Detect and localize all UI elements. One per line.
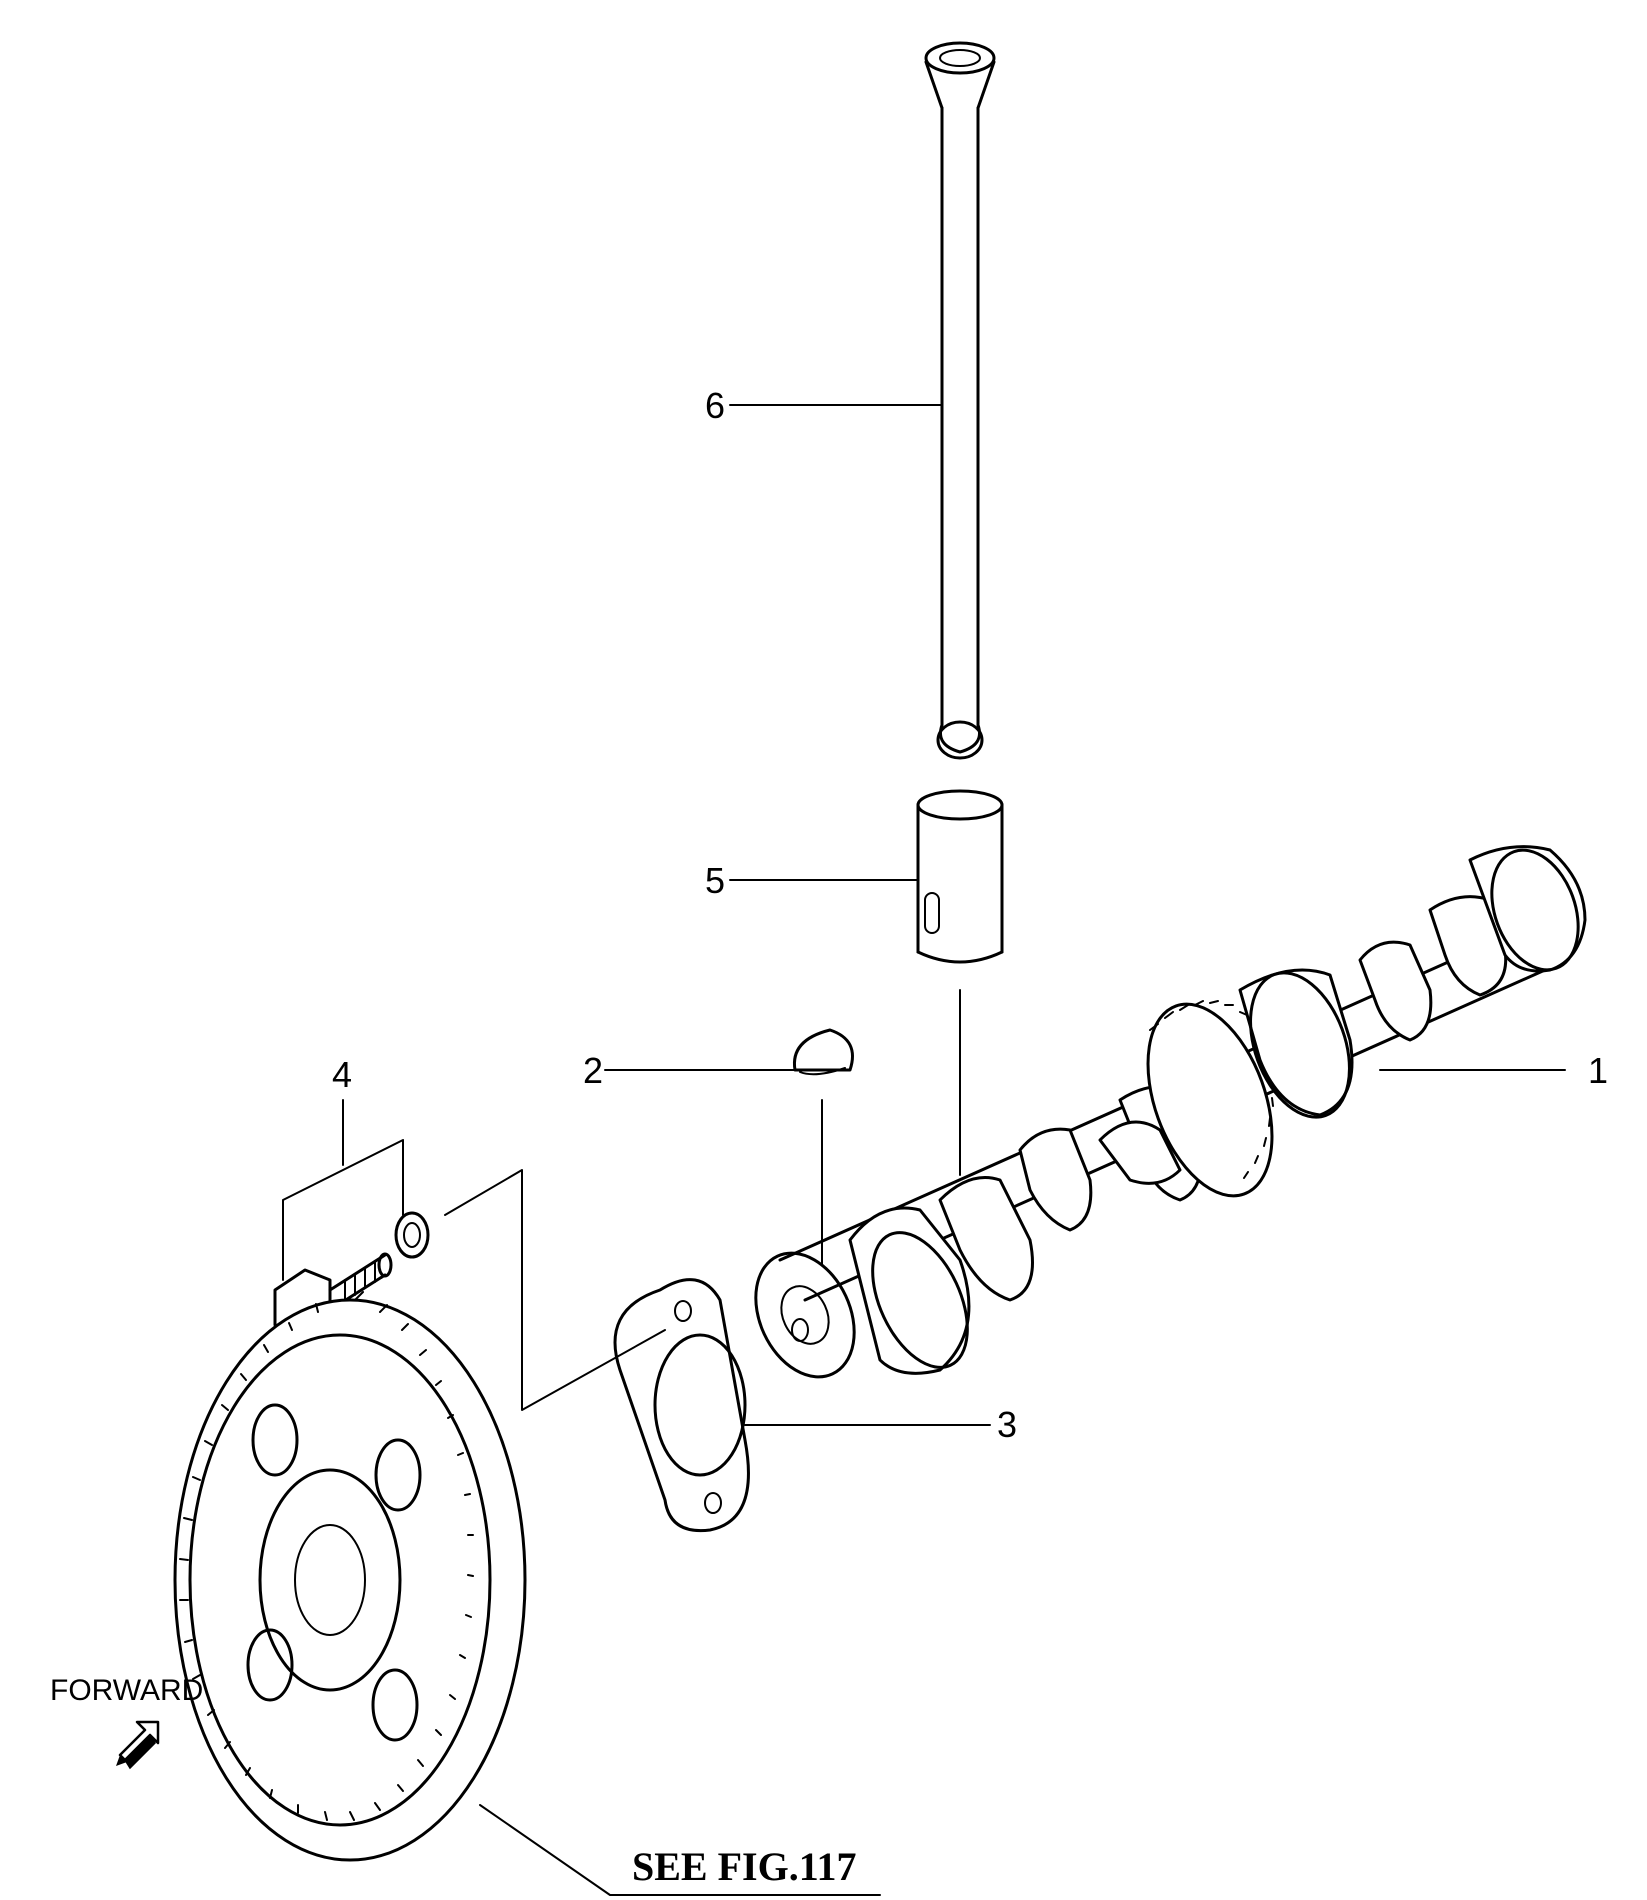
forward-label: FORWARD [50, 1674, 203, 1707]
camshaft-gear [1146, 1000, 1275, 1198]
lock-washer [394, 1211, 430, 1259]
callout-4: 4 [332, 1054, 352, 1095]
callout-2: 2 [583, 1050, 603, 1091]
camshaft [754, 845, 1587, 1379]
push-rod [924, 41, 996, 760]
forward-indicator: FORWARD [50, 1674, 203, 1770]
callout-5: 5 [705, 860, 725, 901]
callout-6: 6 [705, 385, 725, 426]
callout-3: 3 [997, 1404, 1017, 1445]
woodruff-key [792, 1028, 854, 1076]
see-fig-reference: SEE FIG.117 [632, 1844, 857, 1889]
leader-lines [282, 404, 1566, 1896]
tappet [916, 789, 1004, 964]
cam-drive-gear [173, 1291, 527, 1862]
callout-labels: 1 2 3 4 5 6 [332, 385, 1608, 1445]
thrust-plate [613, 1278, 750, 1533]
callout-1: 1 [1588, 1050, 1608, 1091]
forward-arrow-icon [116, 1720, 160, 1770]
